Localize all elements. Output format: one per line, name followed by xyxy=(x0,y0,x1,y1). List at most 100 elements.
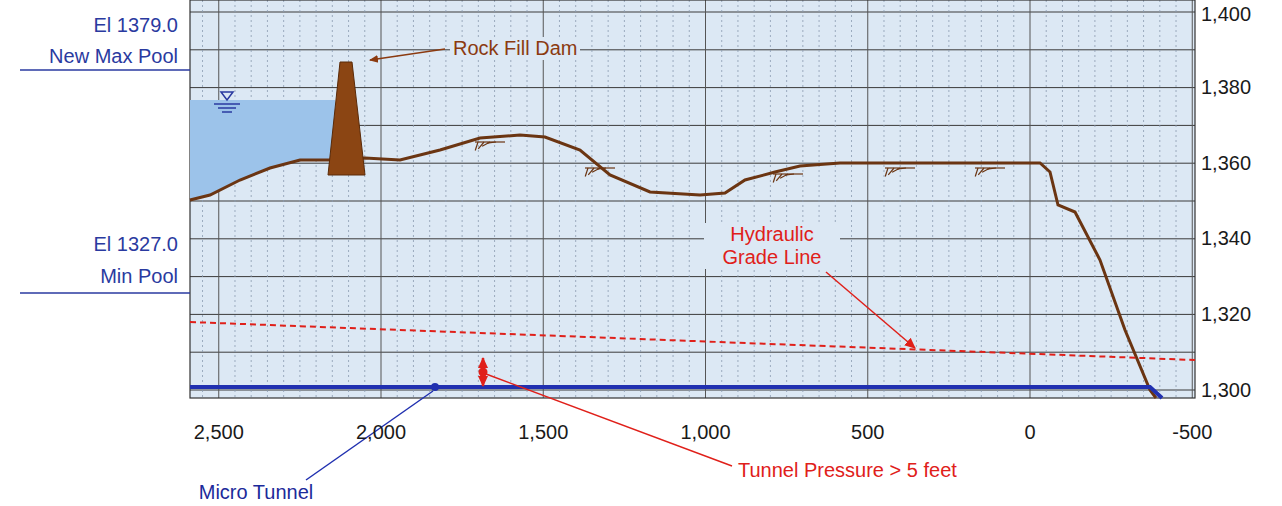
axis-tick-label: 1,320 xyxy=(1201,303,1251,326)
grid-line xyxy=(948,0,949,398)
grid-line xyxy=(819,0,820,398)
pool-underline xyxy=(20,69,190,71)
grid-line xyxy=(494,0,495,398)
grid-line xyxy=(1046,0,1047,398)
grid-line xyxy=(190,12,1195,13)
grid-line xyxy=(478,0,479,398)
plot-area xyxy=(190,0,1195,398)
grid-line xyxy=(190,390,1195,391)
hatch-stroke xyxy=(975,167,1005,168)
axis-tick-label: 1,380 xyxy=(1201,76,1251,99)
micro-tunnel xyxy=(190,387,1162,398)
grid-line xyxy=(851,0,852,398)
grid-line xyxy=(754,0,755,398)
grid-line xyxy=(190,49,1195,50)
grid-line xyxy=(190,352,1195,353)
grid-line xyxy=(1078,0,1079,398)
grid-line xyxy=(916,0,917,398)
grid-line xyxy=(1159,0,1160,398)
axis-tick-label: 0 xyxy=(1024,421,1035,444)
grid-line xyxy=(689,0,690,398)
grid-line xyxy=(1176,0,1177,398)
ground-hatch xyxy=(475,142,1005,183)
grid-line xyxy=(316,0,317,398)
grid-line xyxy=(997,0,998,398)
hatch-stroke xyxy=(975,168,978,177)
hatch-stroke xyxy=(773,174,776,183)
axis-tick-label: -500 xyxy=(1172,421,1212,444)
grid-line xyxy=(883,0,884,398)
grid-line xyxy=(218,0,219,398)
grid-line xyxy=(397,0,398,398)
axis-tick-label: 2,000 xyxy=(356,421,406,444)
hatch-stroke xyxy=(885,168,888,177)
grid-line xyxy=(1192,0,1193,398)
pool-label: New Max Pool xyxy=(49,45,178,68)
grid-line xyxy=(900,0,901,398)
grid-line xyxy=(267,0,268,398)
grid-line xyxy=(1062,0,1063,398)
grid-line xyxy=(981,0,982,398)
grid-line xyxy=(543,0,544,398)
hatch-stroke xyxy=(773,173,803,174)
grid-line xyxy=(527,0,528,398)
grid-line xyxy=(673,0,674,398)
grid-line xyxy=(737,0,738,398)
grid-line xyxy=(1030,0,1031,398)
grid-line xyxy=(608,0,609,398)
grid-line xyxy=(510,0,511,398)
grid-line xyxy=(721,0,722,398)
axis-tick-label: 1,300 xyxy=(1201,379,1251,402)
pool-label: El 1327.0 xyxy=(93,233,178,256)
axis-tick-label: 1,340 xyxy=(1201,227,1251,250)
grid-line xyxy=(299,0,300,398)
grid-line xyxy=(190,201,1195,202)
grid-line xyxy=(1111,0,1112,398)
callout-label: Micro Tunnel xyxy=(199,481,314,504)
grid-line xyxy=(190,276,1195,277)
rock-fill-dam xyxy=(328,62,365,175)
grid-line xyxy=(429,0,430,398)
axis-tick-label: 2,500 xyxy=(194,421,244,444)
leader-line xyxy=(486,374,732,466)
grid-line xyxy=(445,0,446,398)
pool-underline xyxy=(20,292,190,294)
grid-line xyxy=(656,0,657,398)
callout-label: Tunnel Pressure > 5 feet xyxy=(738,459,957,482)
grid-line xyxy=(190,238,1195,239)
pool-label: El 1379.0 xyxy=(93,14,178,37)
grid-line xyxy=(1143,0,1144,398)
grid-line xyxy=(251,0,252,398)
hatch-stroke xyxy=(475,141,505,142)
hydraulic-grade-line xyxy=(190,322,1195,360)
plot-border xyxy=(190,0,1195,398)
axis-tick-label: 1,400 xyxy=(1201,3,1251,26)
grid-line xyxy=(932,0,933,398)
hatch-stroke xyxy=(585,168,588,177)
grid-line xyxy=(1094,0,1095,398)
grid-line xyxy=(234,0,235,398)
grid xyxy=(190,0,1195,398)
pool-label: Min Pool xyxy=(100,265,178,288)
grid-line xyxy=(283,0,284,398)
hatch-stroke xyxy=(585,167,615,168)
axis-tick-label: 500 xyxy=(851,421,884,444)
grid-line xyxy=(190,314,1195,315)
leader-line xyxy=(306,391,433,480)
leader-arrow xyxy=(370,49,445,60)
pressure-dot xyxy=(479,368,488,377)
hatch-stroke xyxy=(475,142,478,151)
hatch-stroke xyxy=(885,167,915,168)
grid-line xyxy=(786,0,787,398)
grid-line xyxy=(364,0,365,398)
grid-line xyxy=(413,0,414,398)
grid-line xyxy=(705,0,706,398)
grid-line xyxy=(1013,0,1014,398)
grid-line xyxy=(770,0,771,398)
axis-tick-label: 1,360 xyxy=(1201,152,1251,175)
grid-line xyxy=(332,0,333,398)
grid-line xyxy=(591,0,592,398)
water-symbol xyxy=(214,92,240,112)
grid-line xyxy=(381,0,382,398)
